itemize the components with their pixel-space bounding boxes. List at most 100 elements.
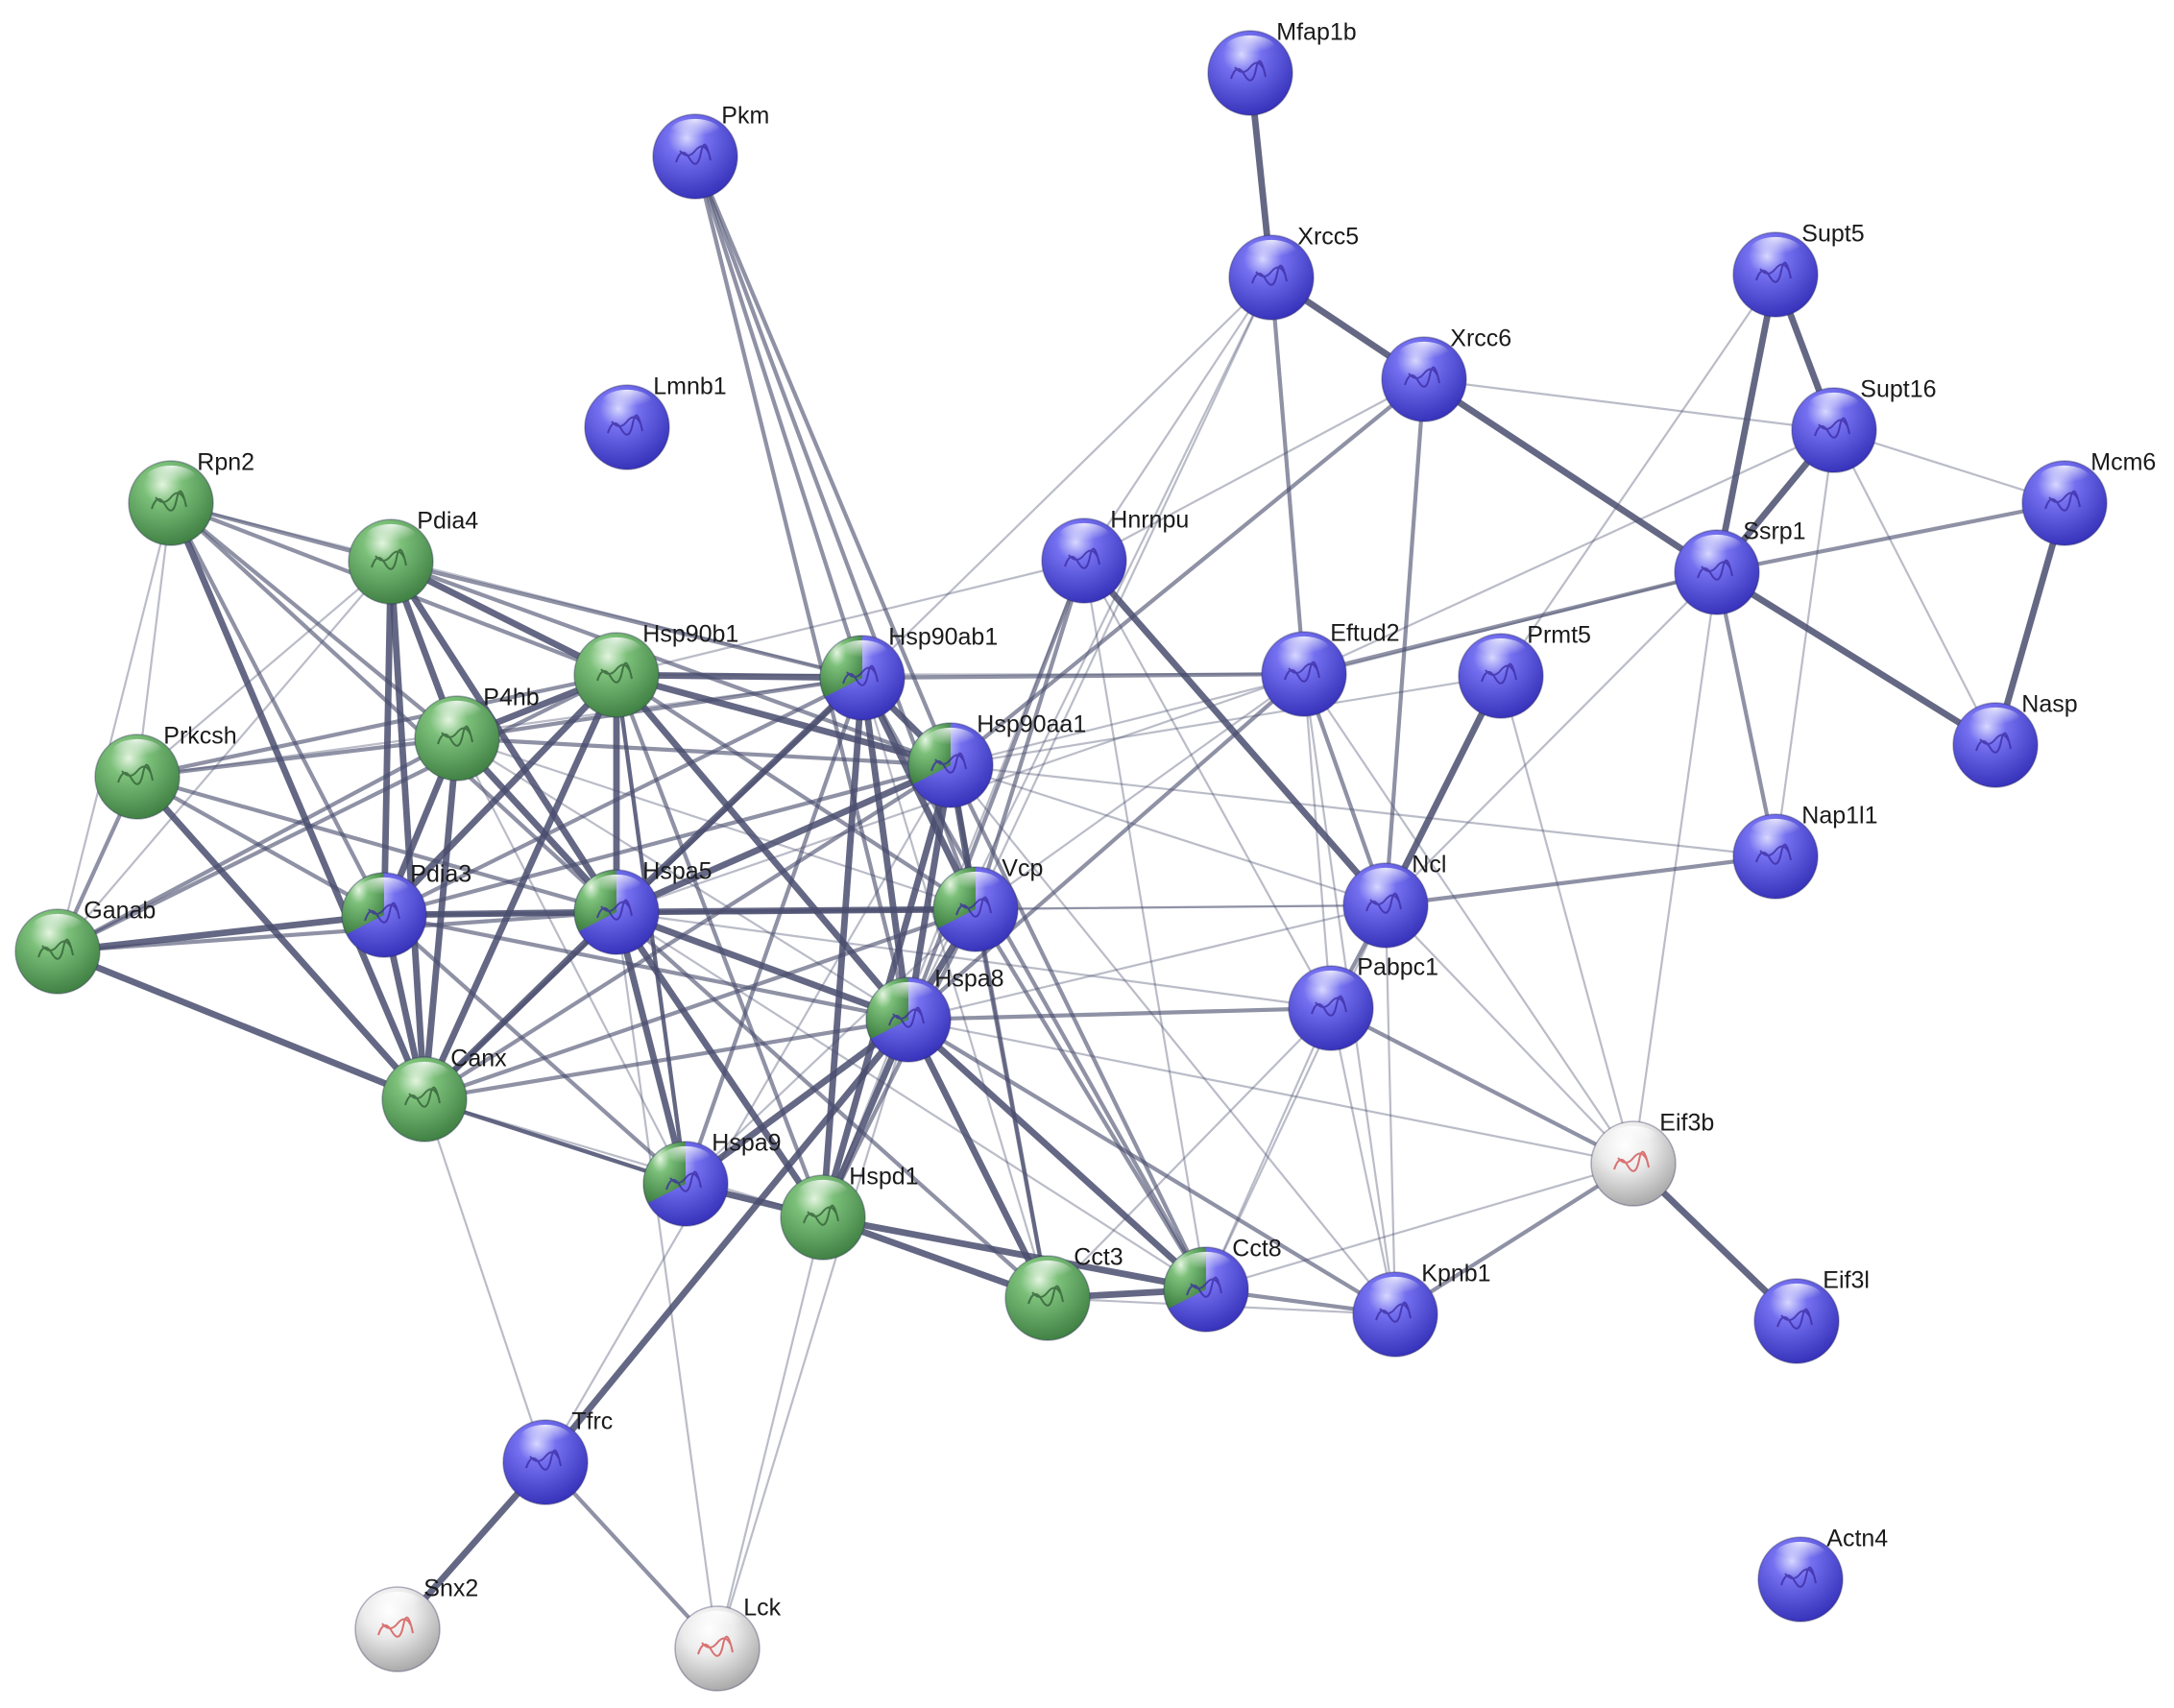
edge-eftud2-pabpc1	[1302, 672, 1333, 1010]
edge-vcp-p4hb	[455, 736, 978, 911]
node-snx2[interactable]: Snx2	[354, 1576, 478, 1672]
node-supt5[interactable]: Supt5	[1732, 221, 1865, 318]
edge-hsp90ab1-pdia4	[388, 559, 865, 681]
node-mfap1b[interactable]: Mfap1b	[1207, 19, 1357, 116]
edge-eif3b-cct8	[1204, 1162, 1635, 1291]
edge-eftud2-vcp	[974, 672, 1306, 911]
edge-hsp90aa1-pdia3	[381, 762, 954, 918]
node-rpn2[interactable]: Rpn2	[128, 449, 254, 546]
edge-p4hb-ganab	[55, 735, 460, 954]
edge-hspa8-hsp90aa1	[905, 761, 954, 1023]
node-canx[interactable]: Canx	[381, 1046, 507, 1143]
edge-pdia3-pdia4	[380, 558, 395, 919]
node-prmt5[interactable]: Prmt5	[1458, 622, 1591, 719]
edge-hspa9-vcp	[684, 907, 978, 1186]
edge-supt16-eftud2	[1302, 428, 1836, 676]
edge-pabpc1-cct8	[1204, 1006, 1333, 1291]
edge-prmt5-eif3b	[1499, 674, 1635, 1166]
edge-hsp90aa1-pkm	[692, 154, 954, 768]
node-pdia4[interactable]: Pdia4	[348, 508, 478, 605]
node-label-snx2: Snx2	[423, 1576, 478, 1602]
node-eftud2[interactable]: Eftud2	[1261, 620, 1400, 717]
node-vcp[interactable]: Vcp	[932, 855, 1043, 952]
node-hsp90b1[interactable]: Hsp90b1	[573, 621, 738, 718]
node-eif3l[interactable]: Eif3l	[1753, 1267, 1870, 1364]
node-label-ncl: Ncl	[1412, 852, 1446, 878]
edge-vcp-hsp90ab1	[858, 674, 979, 913]
node-pkm[interactable]: Pkm	[652, 103, 769, 200]
edge-xrcc6-ncl	[1383, 376, 1427, 908]
node-xrcc5[interactable]: Xrcc5	[1228, 224, 1359, 321]
edge-prkcsh-canx	[133, 773, 428, 1103]
node-label-ssrp1: Ssrp1	[1743, 518, 1805, 545]
node-nap1l1[interactable]: Nap1l1	[1732, 803, 1878, 900]
edge-ssrp1-nasp	[1713, 568, 1999, 749]
edge-ncl-kpnb1	[1384, 903, 1397, 1316]
edge-pabpc1-cct3	[1046, 1006, 1333, 1300]
node-hspa9[interactable]: Hspa9	[642, 1130, 782, 1227]
node-kpnb1[interactable]: Kpnb1	[1352, 1261, 1491, 1358]
node-lmnb1[interactable]: Lmnb1	[584, 373, 727, 470]
edge-xrcc5-hsp90ab1	[860, 276, 1273, 680]
node-label-supt16: Supt16	[1860, 376, 1936, 403]
edge-supt16-nasp	[1832, 428, 1997, 747]
node-ssrp1[interactable]: Ssrp1	[1674, 518, 1806, 615]
node-label-pkm: Pkm	[721, 103, 769, 130]
node-label-canx: Canx	[450, 1046, 507, 1072]
node-hnrnpu[interactable]: Hnrnpu	[1041, 507, 1189, 604]
edge-rpn2-canx	[167, 499, 428, 1103]
edge-rpn2-ganab	[56, 501, 173, 953]
node-hspa8[interactable]: Hspa8	[865, 966, 1004, 1063]
edge-ncl-cct8	[1204, 903, 1388, 1291]
edge-hspa5-prkcsh	[134, 774, 619, 915]
edge-hsp90b1-prkcsh	[134, 672, 619, 780]
edge-cct3-vcp	[973, 906, 1051, 1301]
edge-xrcc5-eftud2	[1268, 275, 1307, 677]
node-ganab[interactable]: Ganab	[14, 898, 156, 995]
edge-hsp90aa1-nap1l1	[949, 763, 1777, 858]
edge-pdia4-canx	[387, 558, 428, 1103]
edge-hspa9-p4hb	[455, 736, 688, 1186]
edge-hsp90aa1-p4hb	[454, 735, 954, 768]
node-hsp90aa1[interactable]: Hsp90aa1	[907, 711, 1086, 808]
node-tfrc[interactable]: Tfrc	[502, 1408, 613, 1505]
node-pabpc1[interactable]: Pabpc1	[1288, 954, 1438, 1051]
node-hsp90ab1[interactable]: Hsp90ab1	[819, 624, 998, 721]
edge-xrcc6-ssrp1	[1420, 375, 1721, 576]
node-eif3b[interactable]: Eif3b	[1590, 1110, 1714, 1207]
node-label-p4hb: P4hb	[483, 685, 539, 711]
node-hspa5[interactable]: Hspa5	[573, 858, 713, 955]
node-nasp[interactable]: Nasp	[1952, 691, 2078, 788]
edge-mcm6-ssrp1	[1714, 500, 2067, 575]
edge-cct8-hspa8	[905, 1016, 1210, 1293]
node-hspd1[interactable]: Hspd1	[780, 1164, 919, 1261]
edge-hnrnpu-pabpc1	[1082, 559, 1333, 1010]
node-cct3[interactable]: Cct3	[1004, 1244, 1123, 1341]
node-actn4[interactable]: Actn4	[1757, 1526, 1888, 1623]
node-p4hb[interactable]: P4hb	[414, 685, 540, 782]
edge-pabpc1-hspa8	[906, 1005, 1334, 1022]
node-label-vcp: Vcp	[1002, 855, 1043, 882]
edge-hspa5-ganab	[55, 909, 619, 954]
node-prkcsh[interactable]: Prkcsh	[94, 723, 237, 820]
node-label-ganab: Ganab	[84, 898, 156, 925]
node-supt16[interactable]: Supt16	[1791, 376, 1937, 473]
node-label-hsp90ab1: Hsp90ab1	[888, 624, 998, 651]
node-xrcc6[interactable]: Xrcc6	[1381, 325, 1511, 422]
node-cct8[interactable]: Cct8	[1163, 1236, 1282, 1333]
node-label-hspd1: Hspd1	[849, 1164, 918, 1191]
node-pdia3[interactable]: Pdia3	[341, 861, 471, 958]
edge-ncl-eif3b	[1384, 903, 1635, 1166]
edge-pdia3-rpn2	[168, 500, 387, 918]
edge-pdia3-ganab	[54, 911, 388, 955]
edge-xrcc6-hnrnpu	[1082, 377, 1426, 563]
node-mcm6[interactable]: Mcm6	[2021, 449, 2156, 546]
edge-eif3b-kpnb1	[1392, 1161, 1636, 1317]
node-lck[interactable]: Lck	[674, 1595, 782, 1692]
edge-canx-tfrc	[423, 1097, 547, 1464]
edge-supt16-nap1l1	[1774, 428, 1836, 858]
node-ncl[interactable]: Ncl	[1342, 852, 1446, 949]
edge-ssrp1-ncl	[1384, 570, 1719, 907]
